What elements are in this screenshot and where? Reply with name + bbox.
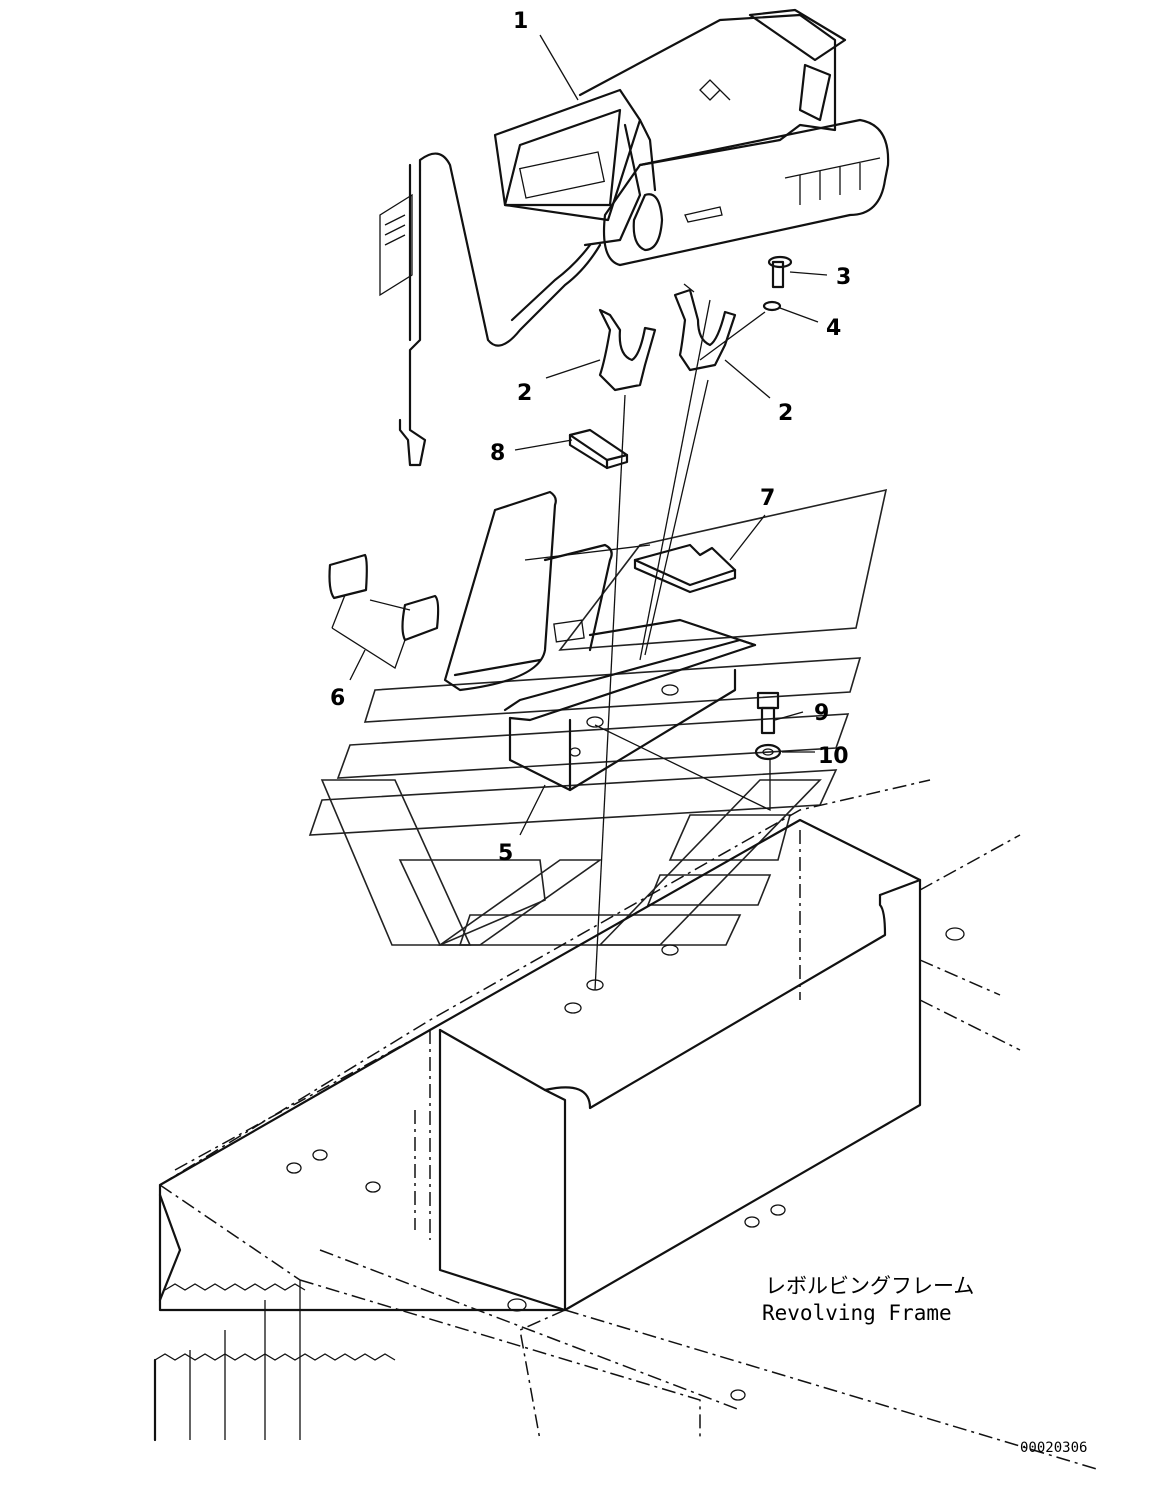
callout-labels: 1 2 2 3 4 5 6 7 8 9 10 bbox=[330, 9, 851, 866]
part-2-clamps bbox=[598, 283, 737, 392]
callout-10: 10 bbox=[818, 744, 849, 769]
leader-lines bbox=[349, 34, 828, 836]
callout-7: 7 bbox=[760, 486, 775, 511]
part-6-pads bbox=[328, 553, 440, 669]
callout-8: 8 bbox=[490, 441, 505, 466]
callout-1: 1 bbox=[513, 9, 528, 34]
callout-2b: 2 bbox=[778, 401, 793, 426]
part-8-pad bbox=[568, 428, 629, 470]
part-1-grease-gun bbox=[379, 8, 890, 467]
frame-label-japanese: レボルビングフレーム bbox=[765, 1274, 974, 1298]
callout-9: 9 bbox=[814, 701, 829, 726]
part-5-bracket bbox=[443, 490, 757, 792]
drawing-code: 00020306 bbox=[1020, 1440, 1087, 1456]
revolving-frame bbox=[153, 779, 1101, 1471]
assembly-lines bbox=[369, 299, 771, 991]
callout-2a: 2 bbox=[517, 381, 532, 406]
frame-label-english: Revolving Frame bbox=[762, 1301, 952, 1325]
callout-3: 3 bbox=[836, 265, 851, 290]
callout-6: 6 bbox=[330, 686, 345, 711]
part-3-4-screw-washer bbox=[762, 255, 793, 312]
callout-4: 4 bbox=[826, 316, 841, 341]
callout-5: 5 bbox=[498, 841, 513, 866]
part-7-plate bbox=[633, 543, 737, 594]
part-9-10-bolt-washer bbox=[754, 691, 782, 761]
